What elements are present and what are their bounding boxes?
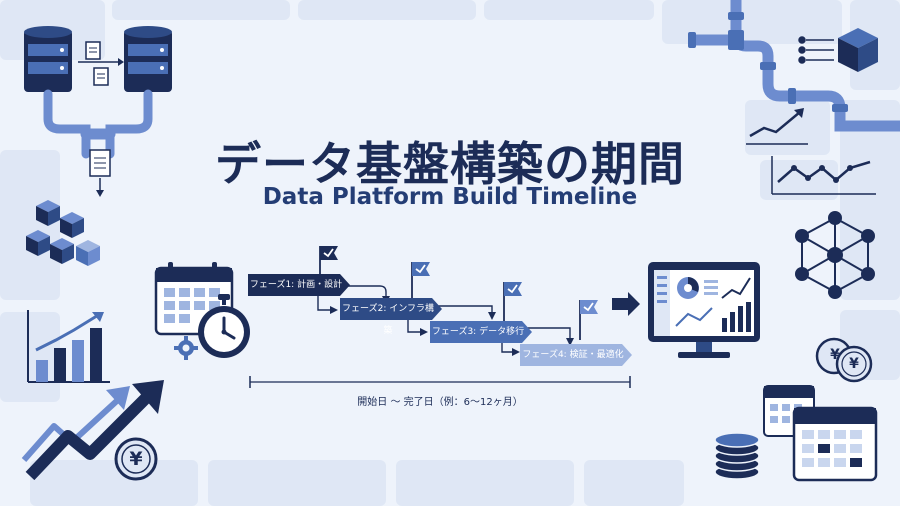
cube-icon (838, 28, 878, 72)
network-icon (795, 211, 875, 299)
cube-cluster-illustration (26, 200, 100, 266)
arrow-right-icon (612, 292, 640, 316)
bg-tile (298, 0, 476, 20)
database-icon (124, 26, 172, 92)
range-caption: 開始日 〜 完了日（例：6〜12ヶ月） (357, 397, 523, 408)
flag-icon (319, 246, 598, 340)
page-subtitle: Data Platform Build Timeline (262, 184, 638, 210)
yen-symbol: ¥ (830, 347, 840, 363)
pipe-icon (43, 89, 153, 159)
bg-tile (396, 460, 574, 506)
yen-symbol: ¥ (849, 356, 859, 372)
yen-coin-stack-icon (714, 432, 760, 480)
network-lines (798, 36, 834, 64)
bg-tile (0, 312, 60, 402)
page-title: データ基盤構築の期間 (215, 137, 685, 191)
bg-tile (584, 460, 684, 506)
bg-tile (745, 100, 830, 155)
database-icon (24, 26, 72, 92)
cube-icon (26, 200, 100, 266)
pipe-icon (688, 0, 900, 132)
yen-coin-icon (114, 437, 158, 481)
phase-1-label: フェーズ1: 計画・設計 (249, 280, 343, 290)
bg-tile (484, 0, 654, 20)
bg-tile (112, 0, 290, 20)
monitor-dashboard-icon (648, 262, 760, 358)
database-pipeline-illustration (24, 26, 172, 197)
document-icon (89, 149, 111, 197)
timeline-connectors (249, 246, 640, 388)
yen-symbol: ¥ (129, 448, 143, 470)
gear-icon (174, 336, 198, 360)
bg-tile (30, 460, 198, 506)
trend-arrow-icon (21, 380, 164, 480)
stopwatch-icon (198, 294, 250, 358)
bar-chart-icon (27, 310, 110, 383)
bg-tile (840, 100, 900, 300)
range-line (249, 376, 631, 388)
phase-4-label: フェーズ4: 検証・最適化 (522, 350, 624, 360)
document-icon (78, 41, 124, 86)
line-chart-icon (771, 156, 876, 195)
bg-tile (208, 460, 386, 506)
line-chart-icon (746, 108, 808, 145)
calendar-icon (763, 385, 878, 482)
phase-2-label: フェーズ2: インフラ構築 (342, 304, 434, 336)
yen-coin-icon (815, 337, 873, 383)
phase-3-label: フェーズ3: データ移行 (431, 327, 525, 337)
